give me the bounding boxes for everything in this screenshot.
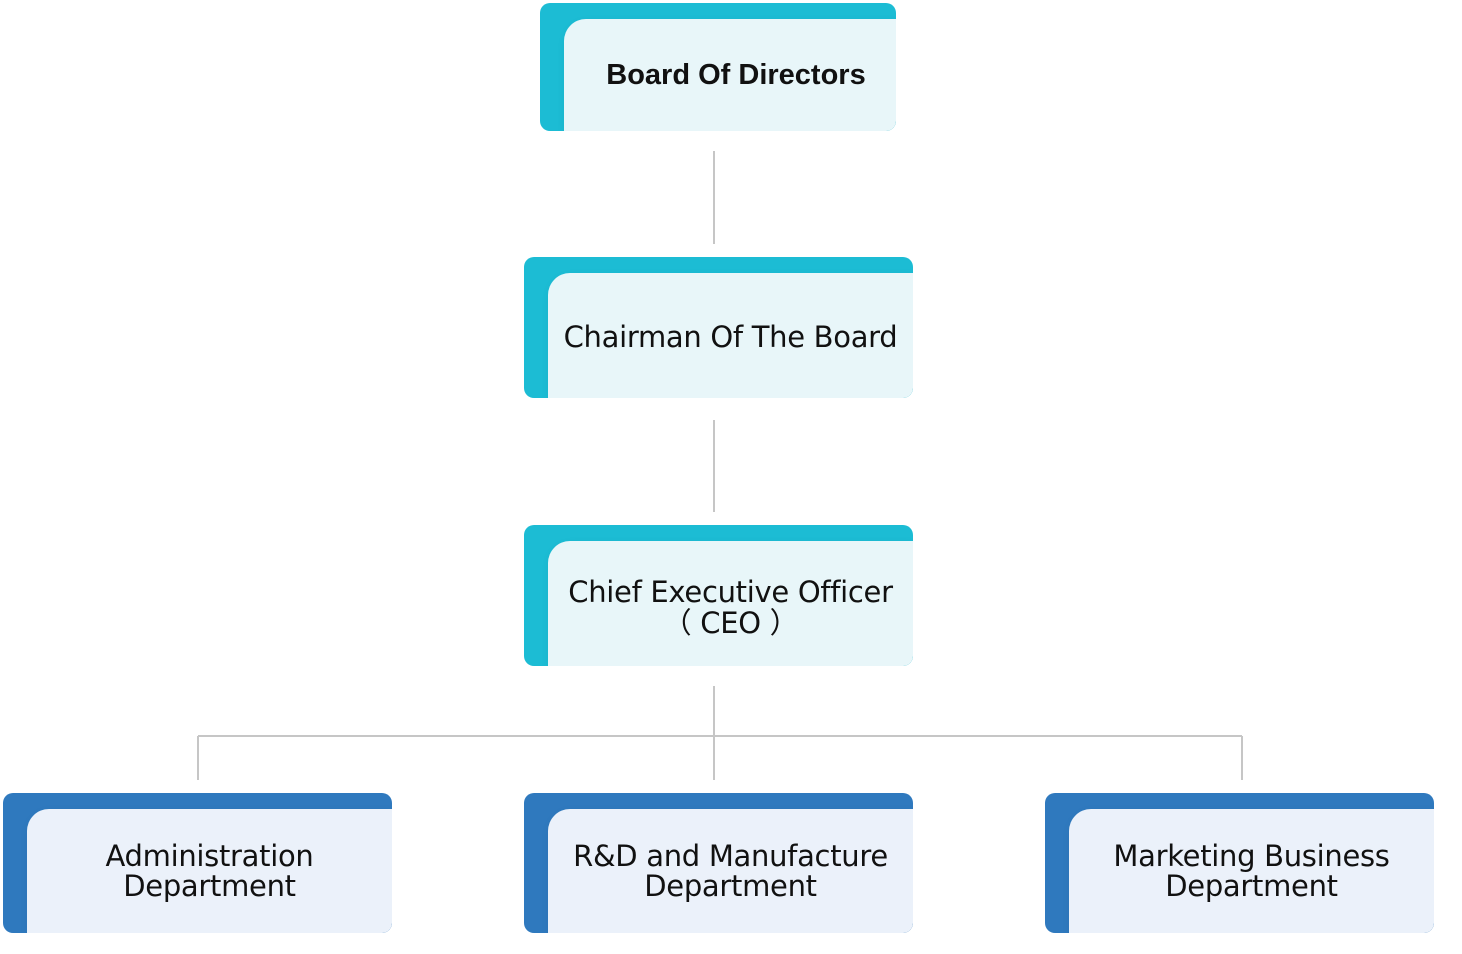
node-card [548,809,913,933]
node-board-of-directors: Board Of Directors [540,3,896,131]
node-board-label: Board Of Directors [606,58,866,91]
node-marketing-business-department: Marketing Business Department [1045,793,1434,933]
node-rd-manufacture-department: R&D and Manufacture Department [524,793,913,933]
node-marketing-line1: Marketing Business [1113,838,1390,873]
node-card [1069,809,1434,933]
node-ceo-abbreviation: （ CEO ） [662,605,799,640]
node-administration-department: Administration Department [3,793,392,933]
node-ceo-title: Chief Executive Officer [568,575,893,610]
node-rd-line1: R&D and Manufacture [573,838,888,873]
node-chairman: Chairman Of The Board [524,257,913,398]
node-card [548,273,913,398]
node-card [27,809,392,933]
node-card [548,541,913,666]
node-admin-line1: Administration [105,838,314,873]
node-rd-line2: Department [644,869,817,903]
node-marketing-line2: Department [1165,869,1338,903]
node-chairman-label: Chairman Of The Board [563,320,898,355]
node-admin-line2: Department [123,869,296,903]
node-ceo: Chief Executive Officer （ CEO ） [524,525,913,666]
node-card [564,19,896,131]
